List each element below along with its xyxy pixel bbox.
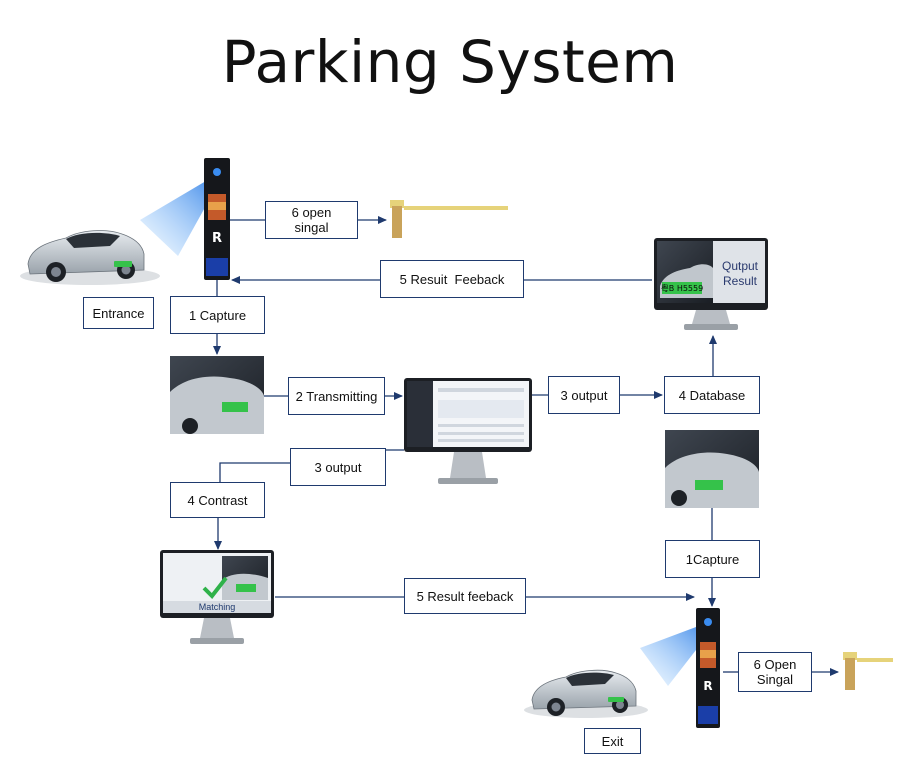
transmitting-label: 2 Transmitting — [295, 388, 378, 404]
output-to-db-label: 3 output — [560, 387, 608, 403]
monitor-output-line1: Qutput — [722, 259, 759, 273]
plate-label: 粤B H5559 — [661, 283, 703, 293]
box-output-to-contrast: 3 output — [290, 448, 386, 486]
car-icon — [20, 230, 160, 285]
box-open-signal-top: 6 open singal — [265, 201, 358, 239]
checkmark-icon — [202, 576, 228, 600]
barrier-gate-icon — [390, 200, 508, 238]
box-result-feedback-bottom: 5 Result feeback — [404, 578, 526, 614]
captured-photo-entry — [170, 356, 264, 434]
connector-output2-to-contrast — [219, 462, 290, 482]
car-icon-exit — [524, 669, 648, 718]
contrast-label: 4 Contrast — [187, 492, 248, 508]
matching-label: Matching — [199, 602, 236, 612]
box-result-feedback-top: 5 Resuit Feeback — [380, 260, 524, 298]
box-output-to-db: 3 output — [548, 376, 620, 414]
box-database: 4 Database — [664, 376, 760, 414]
box-capture-entry: 1 Capture — [170, 296, 265, 334]
connectors — [213, 216, 839, 676]
capture-entry-label: 1 Capture — [188, 307, 247, 323]
database-label: 4 Database — [678, 387, 746, 403]
open-signal-bottom-label: 6 Open Singal — [753, 657, 797, 687]
barrier-gate-icon-exit — [843, 652, 893, 690]
box-open-signal-bottom: 6 Open Singal — [738, 652, 812, 692]
computer-icon — [404, 378, 532, 484]
box-contrast: 4 Contrast — [170, 482, 265, 518]
camera-beam-entry — [140, 178, 218, 256]
monitor-output-line2: Result — [723, 274, 758, 288]
matching-monitor-icon: Matching — [160, 550, 274, 644]
box-exit: Exit — [584, 728, 641, 754]
output-to-contrast-label: 3 output — [314, 459, 362, 475]
capture-exit-label: 1Capture — [685, 551, 740, 567]
camera-terminal-icon-exit: R — [696, 608, 720, 728]
result-feedback-top-label: 5 Resuit Feeback — [399, 271, 505, 287]
entrance-label: Entrance — [92, 305, 145, 321]
captured-photo-exit — [665, 430, 759, 508]
monitor-icon: 粤B H5559 Qutput Result — [654, 238, 768, 330]
result-feedback-bottom-label: 5 Result feeback — [416, 588, 514, 604]
exit-label: Exit — [601, 733, 624, 749]
camera-terminal-icon: R — [204, 158, 230, 280]
svg-text:R: R — [703, 679, 712, 693]
camera-beam-exit — [640, 624, 710, 686]
svg-text:R: R — [212, 231, 222, 246]
box-transmitting: 2 Transmitting — [288, 377, 385, 415]
diagram-title: Parking System — [221, 28, 679, 96]
box-capture-exit: 1Capture — [665, 540, 760, 578]
box-entrance: Entrance — [83, 297, 154, 329]
open-signal-top-label: 6 open singal — [291, 205, 332, 235]
